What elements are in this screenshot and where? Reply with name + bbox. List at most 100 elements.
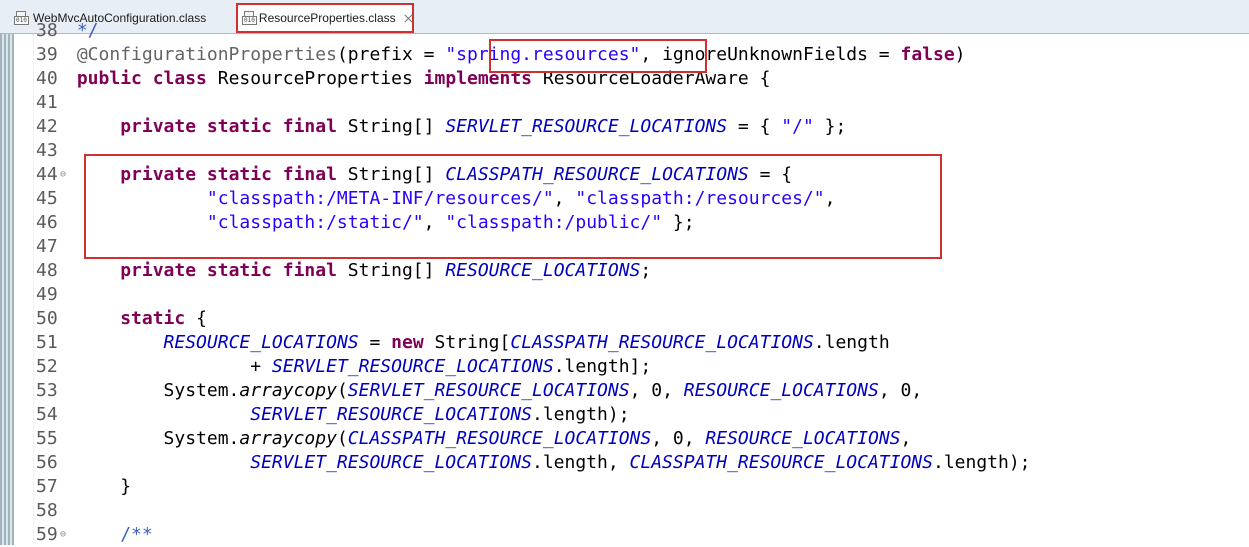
code-token	[77, 164, 120, 185]
code-token: false	[900, 44, 955, 65]
code-token: +	[76, 356, 272, 377]
line-number: 45	[36, 188, 58, 209]
code-token: .length,	[532, 452, 630, 473]
code-token: String[]	[336, 260, 446, 281]
line-number: 52	[36, 356, 58, 377]
code-token: ,	[900, 428, 912, 449]
gutter-divider	[33, 34, 34, 545]
code-token: SERVLET_RESOURCE_LOCATIONS	[271, 356, 554, 377]
line-number: 57	[36, 476, 58, 497]
tab-resourceproperties[interactable]: 010 ResourceProperties.class	[236, 3, 414, 33]
code-line: 47	[36, 235, 77, 259]
fold-collapse-icon[interactable]: ⊖	[60, 169, 67, 180]
code-token	[77, 260, 120, 281]
code-token: .length];	[553, 356, 652, 377]
code-text	[66, 92, 77, 113]
code-token: ;	[640, 260, 652, 281]
code-token: RESOURCE_LOCATIONS	[445, 260, 641, 281]
code-token: ,	[553, 188, 576, 209]
code-token: "classpath:/resources/"	[575, 188, 825, 209]
code-token: , 0,	[878, 380, 923, 401]
code-token: public class	[76, 68, 207, 89]
code-token: , ignoreUnknownFields =	[640, 44, 901, 65]
code-token: "classpath:/static/"	[206, 212, 424, 233]
code-token: };	[813, 116, 847, 137]
code-token: arraycopy	[239, 380, 337, 401]
code-line: 46 "classpath:/static/", "classpath:/pub…	[36, 211, 695, 235]
code-text: @ConfigurationProperties(prefix = "sprin…	[66, 44, 966, 65]
tab-webmvcautoconfiguration[interactable]: 010 WebMvcAutoConfiguration.class	[14, 6, 206, 30]
code-line: 44⊖ private static final String[] CLASSP…	[36, 163, 792, 187]
code-token	[77, 332, 164, 353]
code-token	[77, 452, 250, 473]
code-line: 58	[36, 499, 77, 523]
code-line: 50 static {	[36, 307, 207, 331]
editor-tab-bar: 010 WebMvcAutoConfiguration.class 010 Re…	[0, 0, 1249, 34]
code-token: }	[76, 476, 132, 497]
class-file-icon: 010	[242, 11, 257, 25]
code-line: 53 System.arraycopy(SERVLET_RESOURCE_LOC…	[36, 379, 922, 403]
code-token	[77, 524, 120, 545]
line-number: 59⊖	[36, 524, 67, 545]
code-text: System.arraycopy(SERVLET_RESOURCE_LOCATI…	[66, 380, 923, 401]
code-token	[77, 308, 120, 329]
code-line: 39 @ConfigurationProperties(prefix = "sp…	[36, 43, 966, 67]
code-token: arraycopy	[239, 428, 337, 449]
code-token: @ConfigurationProperties	[76, 44, 337, 65]
fold-collapse-icon[interactable]: ⊖	[60, 529, 67, 540]
code-token: ,	[824, 188, 836, 209]
line-number: 40	[36, 68, 58, 89]
code-text: /**	[66, 524, 153, 545]
code-text	[66, 284, 77, 305]
tab-label: WebMvcAutoConfiguration.class	[33, 11, 207, 25]
code-text: SERVLET_RESOURCE_LOCATIONS.length, CLASS…	[66, 452, 1030, 473]
code-text: System.arraycopy(CLASSPATH_RESOURCE_LOCA…	[66, 428, 912, 449]
code-token: CLASSPATH_RESOURCE_LOCATIONS	[510, 332, 814, 353]
code-text: private static final String[] CLASSPATH_…	[66, 164, 792, 185]
code-token: };	[662, 212, 695, 233]
code-token: implements	[423, 68, 533, 89]
code-token: = {	[748, 164, 793, 185]
code-text: }	[66, 476, 131, 497]
code-text: private static final String[] RESOURCE_L…	[66, 260, 651, 281]
line-number: 38	[36, 20, 58, 41]
code-token: private static final	[120, 260, 337, 281]
code-text	[66, 140, 77, 161]
code-token: System.	[76, 380, 240, 401]
code-token: RESOURCE_LOCATIONS	[163, 332, 359, 353]
code-text: */	[66, 20, 99, 41]
code-line: 43	[36, 139, 77, 163]
code-line: 56 SERVLET_RESOURCE_LOCATIONS.length, CL…	[36, 451, 1031, 475]
line-number: 50	[36, 308, 58, 329]
code-token: private static final	[120, 116, 337, 137]
line-number: 41	[36, 92, 58, 113]
code-token: (	[336, 380, 348, 401]
code-token: SERVLET_RESOURCE_LOCATIONS	[347, 380, 630, 401]
close-icon[interactable]	[403, 13, 412, 24]
code-text: + SERVLET_RESOURCE_LOCATIONS.length];	[66, 356, 651, 377]
code-text	[66, 236, 77, 257]
code-line: 51 RESOURCE_LOCATIONS = new String[CLASS…	[36, 331, 890, 355]
class-file-icon: 010	[14, 11, 29, 25]
code-token: private static final	[120, 164, 337, 185]
code-token: String[	[423, 332, 511, 353]
editor-left-ruler	[0, 34, 14, 545]
line-number: 39	[36, 44, 58, 65]
code-token: "spring.resources"	[445, 44, 641, 65]
code-text: RESOURCE_LOCATIONS = new String[CLASSPAT…	[66, 332, 890, 353]
line-number: 55	[36, 428, 58, 449]
code-token: = {	[727, 116, 782, 137]
tab-label: ResourceProperties.class	[258, 11, 396, 25]
code-line: 52 + SERVLET_RESOURCE_LOCATIONS.length];	[36, 355, 651, 379]
code-token: "/"	[781, 116, 814, 137]
code-line: 42 private static final String[] SERVLET…	[36, 115, 846, 139]
code-token: RESOURCE_LOCATIONS	[705, 428, 901, 449]
code-token: /**	[120, 524, 153, 545]
code-token: (	[336, 428, 348, 449]
code-token: )	[954, 44, 966, 65]
code-token: "classpath:/META-INF/resources/"	[206, 188, 554, 209]
line-number: 43	[36, 140, 58, 161]
code-token: String[]	[336, 164, 446, 185]
code-token: SERVLET_RESOURCE_LOCATIONS	[445, 116, 728, 137]
line-number: 48	[36, 260, 58, 281]
